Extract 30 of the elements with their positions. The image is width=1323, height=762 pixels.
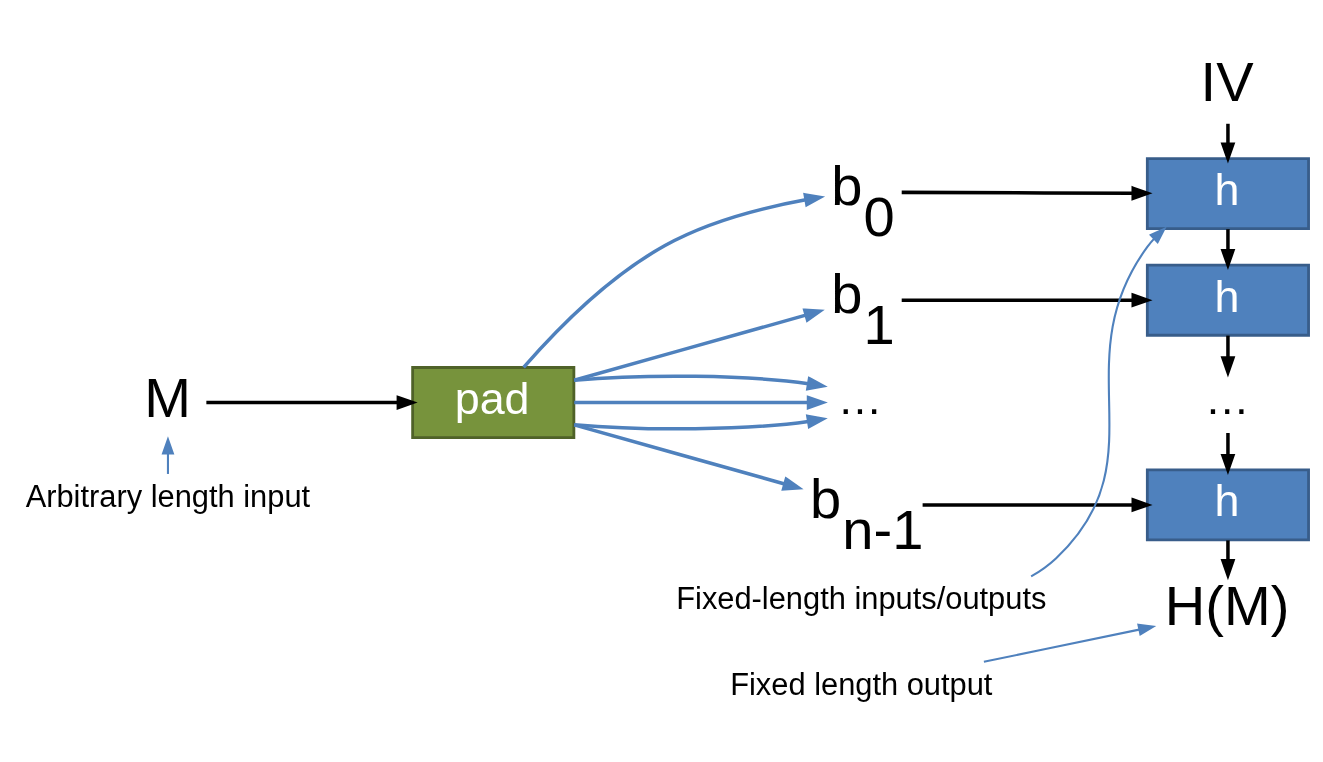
arrow xyxy=(574,374,828,391)
arrow xyxy=(574,394,828,410)
node-text: M xyxy=(144,365,191,429)
node-text: Fixed-length inputs/outputs xyxy=(676,580,1047,616)
node-text: Arbitrary length input xyxy=(25,478,311,514)
arrow xyxy=(573,307,825,382)
arrow xyxy=(574,413,828,431)
arrow xyxy=(1030,226,1167,577)
node-text: H(M) xyxy=(1164,573,1290,637)
arrow xyxy=(901,185,1153,201)
node-box: h xyxy=(1145,467,1310,541)
node-text: … xyxy=(837,372,883,424)
arrow xyxy=(522,192,826,368)
node-text: … xyxy=(1204,372,1250,424)
node-text: Fixed length output xyxy=(730,666,993,702)
arrow xyxy=(161,435,175,474)
arrow xyxy=(983,623,1157,663)
node-text: IV xyxy=(1200,49,1254,113)
arrow xyxy=(1220,335,1236,377)
arrow xyxy=(1220,539,1236,580)
arrow xyxy=(1220,123,1236,164)
node-box: h xyxy=(1145,263,1310,337)
arrow xyxy=(1220,432,1236,475)
arrow xyxy=(901,292,1153,308)
node-box: h xyxy=(1145,156,1310,230)
arrow xyxy=(206,394,418,410)
arrow xyxy=(1220,228,1236,270)
arrow xyxy=(922,497,1153,512)
arrow xyxy=(573,422,804,491)
node-box: pad xyxy=(411,365,576,439)
